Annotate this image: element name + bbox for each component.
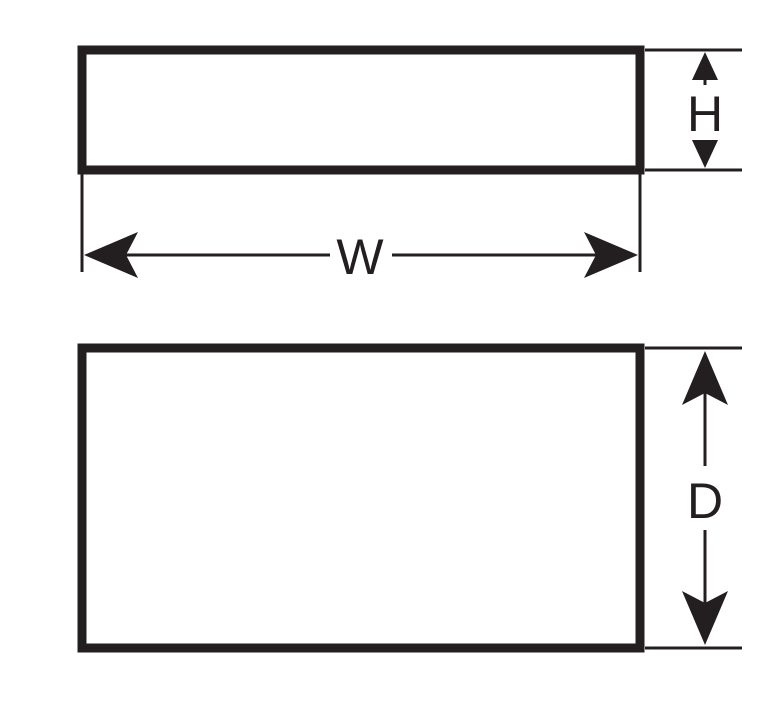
height-arrow-top xyxy=(692,52,718,80)
height-label: H xyxy=(687,86,723,142)
width-arrow-left xyxy=(84,232,138,278)
depth-arrow-bottom xyxy=(682,591,728,645)
width-arrow-right xyxy=(584,232,638,278)
front-view-rect xyxy=(77,45,645,175)
depth-label: D xyxy=(687,473,723,529)
depth-arrow-top xyxy=(682,351,728,405)
top-view-rect xyxy=(77,343,645,653)
width-label: W xyxy=(336,229,384,285)
height-arrow-bottom xyxy=(692,140,718,168)
